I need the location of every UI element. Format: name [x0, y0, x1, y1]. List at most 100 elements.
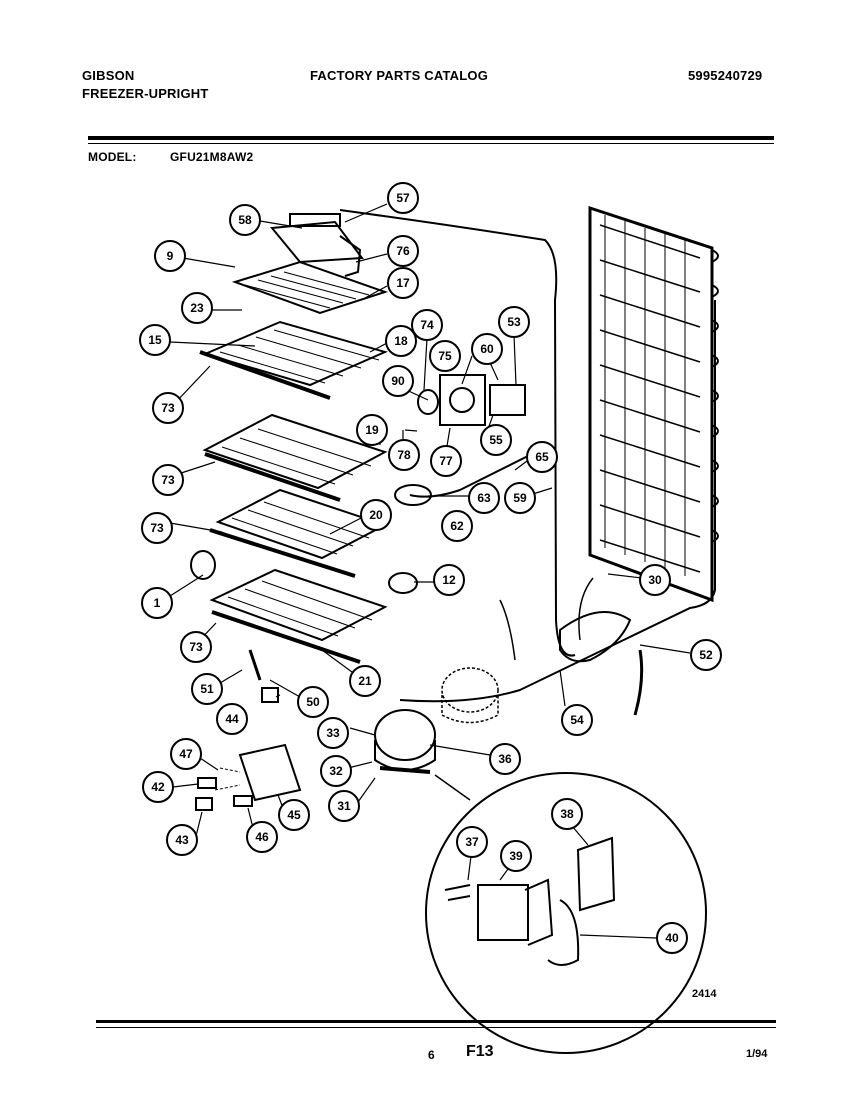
callout: 62 [441, 510, 473, 542]
callout: 44 [216, 703, 248, 735]
return-tube [399, 300, 716, 703]
footer-rule-thick [96, 1020, 776, 1023]
callout-label: 17 [396, 276, 410, 290]
callout: 30 [639, 564, 671, 596]
callout: 38 [551, 798, 583, 830]
callout-label: 19 [365, 423, 379, 437]
callout-label: 73 [161, 401, 175, 415]
callout: 17 [387, 267, 419, 299]
callout-label: 55 [489, 433, 503, 447]
callout: 15 [139, 324, 171, 356]
model-label: MODEL: [88, 150, 137, 164]
footer-rule-thin [96, 1027, 776, 1028]
compressor [374, 709, 436, 774]
callout-label: 73 [189, 640, 203, 654]
callout-label: 75 [438, 349, 452, 363]
callout-label: 43 [175, 833, 189, 847]
callout-label: 74 [420, 318, 434, 332]
callout: 40 [656, 922, 688, 954]
callout: 73 [180, 631, 212, 663]
product-type: FREEZER-UPRIGHT [82, 86, 209, 101]
callout-label: 1 [154, 596, 161, 610]
callout-label: 46 [255, 830, 269, 844]
callout-label: 65 [535, 450, 549, 464]
callout: 76 [387, 235, 419, 267]
condenser-coil [588, 205, 719, 603]
callout-label: 62 [450, 519, 464, 533]
callout-label: 58 [238, 213, 252, 227]
refrigerant-tube [339, 209, 576, 657]
callout: 42 [142, 771, 174, 803]
callout-label: 15 [148, 333, 162, 347]
shelf-stack [199, 260, 389, 664]
callout-label: 76 [396, 244, 410, 258]
callout-label: 36 [498, 752, 512, 766]
callout-label: 90 [391, 374, 405, 388]
callout-label: 33 [326, 726, 340, 740]
callout-label: 42 [151, 780, 165, 794]
page-number: 6 [428, 1048, 435, 1062]
callout: 9 [154, 240, 186, 272]
callout: 74 [411, 309, 443, 341]
callout-label: 32 [329, 764, 343, 778]
callout: 46 [246, 821, 278, 853]
callout: 58 [229, 204, 261, 236]
callout: 39 [500, 840, 532, 872]
callout-label: 31 [337, 799, 351, 813]
callout: 78 [388, 439, 420, 471]
callout-label: 18 [394, 334, 408, 348]
callout-label: 53 [507, 315, 521, 329]
callout: 19 [356, 414, 388, 446]
callout: 51 [191, 673, 223, 705]
callout: 18 [385, 325, 417, 357]
callout-label: 54 [570, 713, 584, 727]
callout: 45 [278, 799, 310, 831]
callout-label: 12 [442, 573, 456, 587]
callout-label: 59 [513, 491, 527, 505]
callout: 50 [297, 686, 329, 718]
callout-labels: 57 58 76 9 17 23 15 18 74 53 75 60 73 90… [139, 182, 722, 954]
callout-label: 77 [439, 454, 453, 468]
callout: 32 [320, 755, 352, 787]
callout: 33 [317, 717, 349, 749]
callout-label: 9 [167, 249, 174, 263]
callout: 54 [561, 704, 593, 736]
callout-label: 63 [477, 491, 491, 505]
callout: 90 [382, 365, 414, 397]
callout: 37 [456, 826, 488, 858]
callout-label: 73 [161, 473, 175, 487]
fan-motor-assembly [417, 374, 526, 426]
header-rule-thin [88, 143, 774, 144]
callout-label: 45 [287, 808, 301, 822]
callout-label: 57 [396, 191, 410, 205]
callout: 77 [430, 445, 462, 477]
callout-label: 39 [509, 849, 523, 863]
callout: 12 [433, 564, 465, 596]
callout-label: 40 [665, 931, 679, 945]
callout-label: 30 [648, 573, 662, 587]
callout: 23 [181, 292, 213, 324]
model-number: GFU21M8AW2 [170, 150, 254, 164]
callout: 53 [498, 306, 530, 338]
catalog-number: 5995240729 [688, 68, 763, 83]
brand-name: GIBSON [82, 68, 135, 83]
callout: 65 [526, 441, 558, 473]
callout-label: 20 [369, 508, 383, 522]
callout-label: 52 [699, 648, 713, 662]
callout-label: 51 [200, 682, 214, 696]
drier-line [499, 577, 594, 661]
callout-label: 37 [465, 835, 479, 849]
defrost-heater [190, 484, 432, 594]
callout-label: 47 [179, 747, 193, 761]
callout: 20 [360, 499, 392, 531]
callout-label: 50 [306, 695, 320, 709]
callout: 31 [328, 790, 360, 822]
callout: 60 [471, 333, 503, 365]
detail-inset [425, 772, 707, 1054]
callout: 21 [349, 665, 381, 697]
callout-label: 38 [560, 807, 574, 821]
callout: 1 [141, 587, 173, 619]
callout: 43 [166, 824, 198, 856]
control-parts [195, 649, 302, 811]
callout: 73 [152, 392, 184, 424]
